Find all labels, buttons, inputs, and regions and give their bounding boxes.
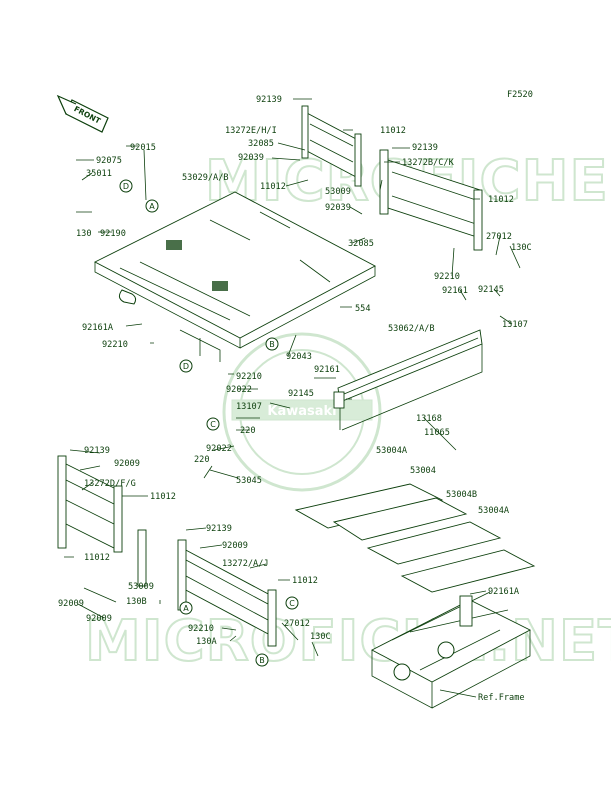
svg-text:D: D <box>183 362 189 371</box>
reference-frame <box>371 591 531 709</box>
watermark-logo: Kawasaki <box>222 332 382 492</box>
part-label: Ref.Frame <box>478 693 525 703</box>
part-label: 92139 <box>412 143 438 153</box>
callout-c-mid: C <box>206 417 220 431</box>
part-label: 11065 <box>424 428 450 438</box>
svg-text:A: A <box>183 604 189 613</box>
callout-b-mid: B <box>265 337 279 351</box>
part-label: 92190 <box>100 229 126 239</box>
part-label: 92139 <box>206 524 232 534</box>
part-label: 554 <box>355 304 371 314</box>
part-label: 11012 <box>380 126 406 136</box>
side-rail <box>333 329 483 431</box>
part-label: 53004B <box>446 490 477 500</box>
part-label: 92210 <box>236 372 262 382</box>
part-label: 130 <box>76 229 92 239</box>
svg-text:A: A <box>149 202 155 211</box>
callout-a-bottom: A <box>179 601 193 615</box>
floor-plates <box>294 483 536 593</box>
part-label: 92075 <box>96 156 122 166</box>
part-label: 53009 <box>325 187 351 197</box>
part-labels: 92139 13272E/H/I 11012 32085 92039 92139… <box>58 95 532 703</box>
part-label: 92145 <box>478 285 504 295</box>
part-label: 130B <box>126 597 147 607</box>
callouts: A D B D C A C B <box>119 179 299 667</box>
callout-c-bottom: C <box>285 596 299 610</box>
part-label: 11012 <box>150 492 176 502</box>
front-gate-panel <box>301 105 362 187</box>
part-label: 92009 <box>114 459 140 469</box>
part-label: 13272D/F/G <box>84 479 136 489</box>
callout-b-bottom: B <box>255 653 269 667</box>
part-label: 53045 <box>236 476 262 486</box>
front-arrow: FRONT <box>56 94 109 133</box>
part-label: 92009 <box>222 541 248 551</box>
part-label: 92009 <box>86 614 112 624</box>
part-label: 11012 <box>84 553 110 563</box>
part-label: 92210 <box>188 624 214 634</box>
part-label: 13107 <box>502 320 528 330</box>
part-label: 92022 <box>226 385 252 395</box>
part-label: 35011 <box>86 169 112 179</box>
tailgate-panel <box>379 149 483 251</box>
part-label: 92161A <box>488 587 520 597</box>
part-label: 92139 <box>84 446 110 456</box>
leader-lines <box>64 98 521 698</box>
part-label: 92161A <box>82 323 114 333</box>
svg-text:B: B <box>269 340 275 349</box>
part-label: 53004 <box>410 466 436 476</box>
part-label: 32085 <box>348 239 374 249</box>
part-label: 92139 <box>256 95 282 105</box>
part-label: 92022 <box>206 444 232 454</box>
callout-a-top: A <box>145 199 159 213</box>
part-label: 11012 <box>488 195 514 205</box>
part-label: 11012 <box>260 182 286 192</box>
part-label: 130C <box>310 632 331 642</box>
callout-d-top: D <box>119 179 133 193</box>
part-label: 220 <box>194 455 210 465</box>
part-label: 13107 <box>236 402 262 412</box>
part-label: 13272B/C/K <box>402 158 455 168</box>
left-side-gate <box>57 455 123 553</box>
part-label: 92039 <box>325 203 351 213</box>
bottom-side-gate <box>137 529 277 647</box>
svg-text:B: B <box>259 656 265 665</box>
part-label: 92015 <box>130 143 156 153</box>
watermark-brand: Kawasaki <box>267 404 336 419</box>
part-label: 13272/A/J <box>222 559 269 569</box>
part-label: 220 <box>240 426 256 436</box>
part-label: 92039 <box>238 153 264 163</box>
watermark: MICROFICHE.NET MICROFICHE.NET Kawasaki <box>84 148 611 675</box>
part-label: 92210 <box>102 340 128 350</box>
svg-text:C: C <box>289 599 295 608</box>
watermark-text-bottom: MICROFICHE.NET <box>85 609 611 674</box>
part-label: 53062/A/B <box>388 324 435 334</box>
cargo-bed-floor <box>94 191 376 362</box>
part-label: 92145 <box>288 389 314 399</box>
part-label: 92161 <box>442 286 468 296</box>
part-label: 92210 <box>434 272 460 282</box>
callout-d-mid: D <box>179 359 193 373</box>
part-label: 53009 <box>128 582 154 592</box>
part-label: 53004A <box>478 506 510 516</box>
part-label: 27012 <box>284 619 310 629</box>
part-label: 13168 <box>416 414 442 424</box>
part-label: 53029/A/B <box>182 173 229 183</box>
svg-text:C: C <box>210 420 216 429</box>
part-label: 27012 <box>486 232 512 242</box>
part-label: 92043 <box>286 352 312 362</box>
part-label: 92009 <box>58 599 84 609</box>
part-label: 11012 <box>292 576 318 586</box>
part-label: 92161 <box>314 365 340 375</box>
part-label: 130C <box>511 243 532 253</box>
figure-code: F2520 <box>507 90 533 100</box>
part-label: 13272E/H/I <box>225 126 277 136</box>
part-label: 130A <box>196 637 218 647</box>
svg-text:D: D <box>123 182 129 191</box>
part-label: 32085 <box>248 139 274 149</box>
part-label: 53004A <box>376 446 408 456</box>
